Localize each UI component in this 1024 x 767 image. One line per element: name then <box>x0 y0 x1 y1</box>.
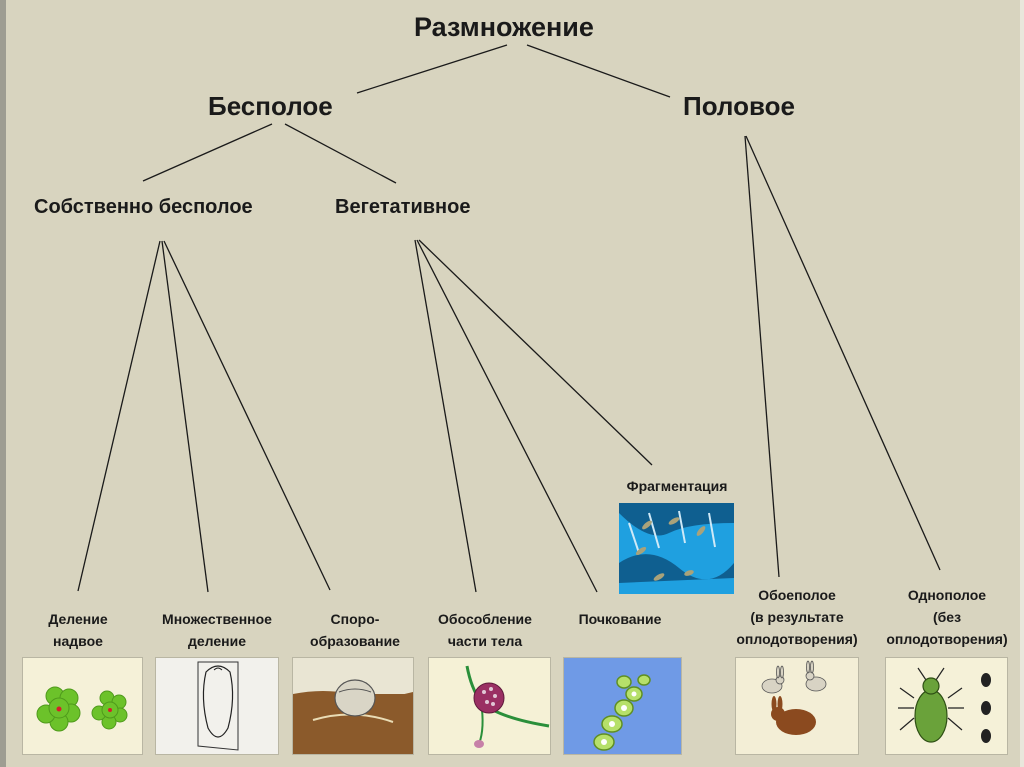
leaf-multiple-fission: Множественное деление <box>142 608 292 652</box>
leaf-label-line: Почкование <box>578 611 662 627</box>
slide-right-edge <box>1020 0 1024 767</box>
edge-proper-spore <box>163 240 331 591</box>
leaf-body-part-separation: Обособление части тела <box>410 608 560 652</box>
leaf-label-line: Обоеполое <box>758 587 836 603</box>
leaf-label-line: Деление <box>48 611 108 627</box>
edge-proper-multiple <box>161 240 209 593</box>
slide-left-edge <box>0 0 6 767</box>
bisexual-reproduction-illustration <box>735 657 859 755</box>
edge-sexual-unisexual <box>745 135 941 571</box>
binary-fission-illustration <box>22 657 143 755</box>
leaf-fragmentation: Фрагментация <box>602 475 752 497</box>
leaf-label-line: образование <box>310 633 400 649</box>
edge-veg-separation <box>414 239 477 593</box>
node-sexual: Половое <box>683 91 795 121</box>
root-node-reproduction: Размножение <box>414 12 594 42</box>
leaf-unisexual: Однополое (без оплодотворения) <box>872 584 1022 650</box>
budding-illustration <box>563 657 682 755</box>
leaf-label-line: Однополое <box>907 587 987 603</box>
edge-asexual-vegetative <box>284 123 397 184</box>
leaf-label-line: Фрагментация <box>626 478 728 494</box>
body-part-separation-illustration <box>428 657 551 755</box>
edge-veg-budding <box>416 239 598 593</box>
sporulation-illustration <box>292 657 414 755</box>
leaf-label-line: Споро- <box>330 611 380 627</box>
leaf-label-line: (без <box>932 609 962 625</box>
leaf-bisexual: Обоеполое (в результате оплодотворения) <box>722 584 872 650</box>
leaf-label-line: Обособление <box>438 611 532 627</box>
node-asexual: Бесполое <box>208 91 333 121</box>
node-proper-asexual: Собственно бесполое <box>34 196 253 218</box>
edge-root-asexual <box>356 44 508 94</box>
leaf-sporulation: Споро- образование <box>280 608 430 652</box>
edge-asexual-proper <box>142 123 273 182</box>
leaf-budding: Почкование <box>545 608 695 630</box>
leaf-label-line: (в результате <box>750 609 844 625</box>
edge-root-sexual <box>526 44 671 98</box>
node-vegetative: Вегетативное <box>335 196 471 218</box>
edge-veg-fragmentation <box>418 239 653 466</box>
leaf-label-line: оплодотворения) <box>736 631 858 647</box>
leaf-label-line: части тела <box>447 633 523 649</box>
leaf-label-line: надвое <box>53 633 103 649</box>
multiple-fission-illustration <box>155 657 279 755</box>
edge-sexual-bisexual <box>744 135 780 578</box>
fragmentation-illustration <box>619 503 734 594</box>
leaf-binary-fission: Деление надвое <box>3 608 153 652</box>
leaf-label-line: Множественное <box>162 611 272 627</box>
leaf-label-line: деление <box>187 633 247 649</box>
unisexual-reproduction-illustration <box>885 657 1008 755</box>
edge-proper-binary <box>77 240 161 592</box>
leaf-label-line: оплодотворения) <box>886 631 1008 647</box>
